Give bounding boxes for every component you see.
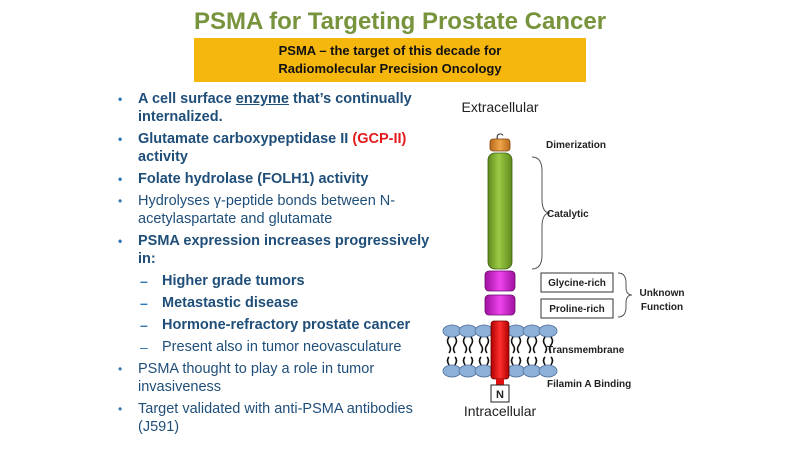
catalytic-label: Catalytic — [547, 209, 589, 220]
psma-structure-diagram: Extracellular C — [442, 99, 685, 419]
sub-bullet-metastatic: – Metastastic disease — [140, 295, 299, 311]
sub-bullet-hormone: – Hormone-refractory prostate cancer — [140, 317, 411, 333]
glycine-rich-label: Glycine-rich — [548, 278, 606, 289]
dash-marker-icon: – — [140, 295, 148, 311]
bullet-marker-icon: • — [118, 172, 123, 186]
dash-marker-icon: – — [140, 339, 148, 355]
intracellular-label: Intracellular — [464, 403, 537, 419]
c-terminus-label: C — [496, 132, 504, 144]
bullet-antibodies: • Target validated with anti-PSMA antibo… — [118, 401, 413, 435]
bullet-marker-icon: • — [118, 194, 123, 208]
function-label: Function — [641, 302, 683, 313]
transmembrane-label: Transmembrane — [547, 345, 625, 356]
gcp-label: (GCP-II) — [352, 131, 407, 147]
banner-line-1: PSMA – the target of this decade for — [278, 43, 502, 58]
filamin-binding-segment — [496, 379, 504, 385]
dimerization-label: Dimerization — [546, 140, 606, 151]
bullet-invasiveness: • PSMA thought to play a role in tumor i… — [118, 361, 375, 395]
bullet-folate: • Folate hydrolase (FOLH1) activity — [118, 171, 369, 187]
glycine-rich-domain — [484, 270, 516, 292]
bullet-marker-icon: • — [118, 234, 123, 248]
bullet-gcp: • Glutamate carboxypeptidase II (GCP-II)… — [118, 131, 407, 165]
dimerization-domain — [489, 138, 511, 152]
lipid-bilayer — [442, 324, 558, 378]
extracellular-label: Extracellular — [461, 99, 538, 115]
bullet-marker-icon: • — [118, 132, 123, 146]
n-terminus-label: N — [496, 389, 504, 401]
bullet-marker-icon: • — [118, 362, 123, 376]
bullet-enzyme: • A cell surface enzyme that’s continual… — [118, 91, 412, 125]
bullet-marker-icon: • — [118, 92, 123, 106]
proline-rich-label: Proline-rich — [549, 304, 605, 315]
catalytic-domain — [487, 152, 513, 270]
proline-rich-box — [540, 298, 614, 319]
filamin-binding-label: Filamin A Binding — [547, 379, 631, 390]
unknown-function-brace — [617, 272, 633, 318]
bullet-expression: • PSMA expression increases progressivel… — [118, 233, 430, 267]
bullet-hydrolyses: • Hydrolyses γ-peptide bonds between N-a… — [118, 193, 396, 227]
sub-bullet-neovasculature: – Present also in tumor neovasculature — [140, 339, 402, 355]
unknown-label: Unknown — [640, 288, 685, 299]
catalytic-brace — [531, 156, 551, 270]
bullet-list: • A cell surface enzyme that’s continual… — [118, 90, 448, 440]
n-terminus-box — [490, 384, 510, 403]
bullet-marker-icon: • — [118, 402, 123, 416]
enzyme-word: enzyme — [235, 91, 289, 107]
banner-line-2: Radiomolecular Precision Oncology — [278, 61, 502, 76]
proline-rich-domain — [484, 294, 516, 316]
dash-marker-icon: – — [140, 317, 148, 333]
transmembrane-domain — [490, 320, 510, 380]
sub-bullet-grade: – Higher grade tumors — [140, 273, 305, 289]
slide-title: PSMA for Targeting Prostate Cancer — [193, 8, 607, 35]
highlight-banner: PSMA – the target of this decade for Rad… — [194, 38, 586, 82]
dash-marker-icon: – — [140, 273, 148, 289]
glycine-rich-box — [540, 272, 614, 293]
